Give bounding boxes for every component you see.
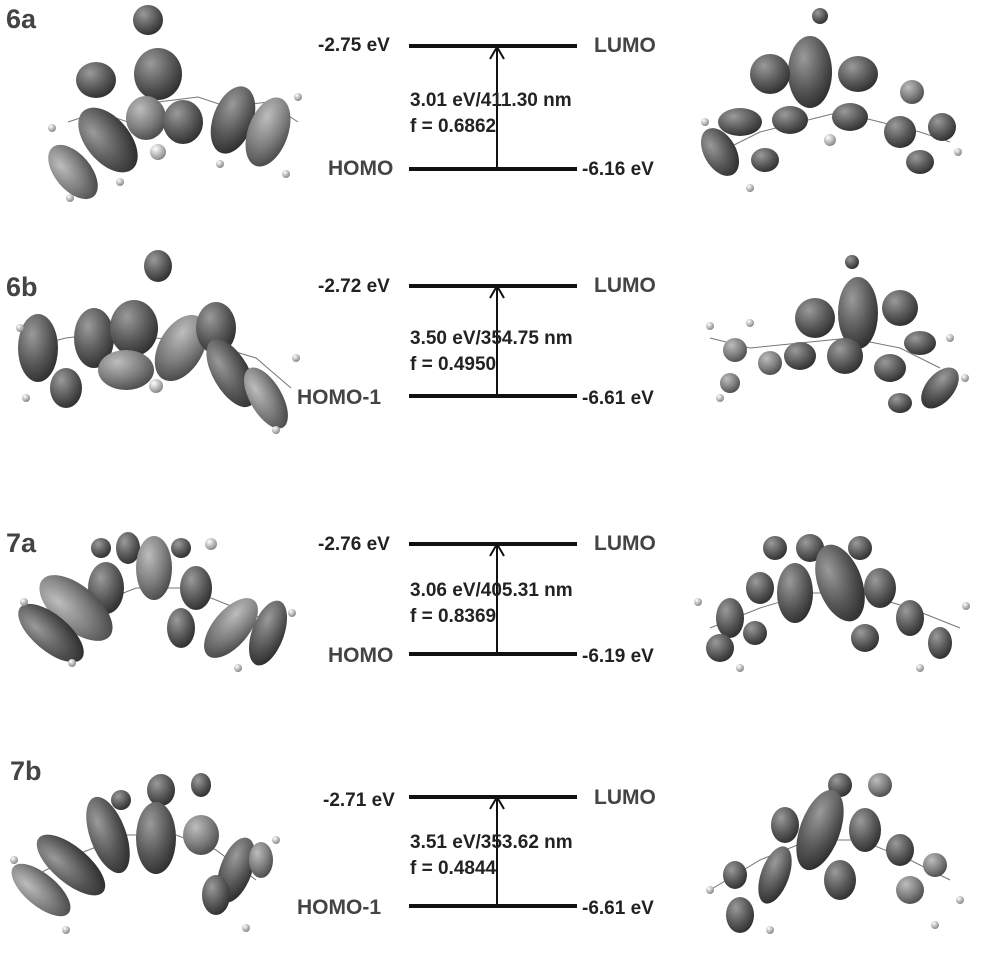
compound-label: 6b [6, 272, 38, 302]
homo-label: HOMO [328, 644, 394, 667]
lumo-orbital-image [706, 255, 969, 413]
homo-orbital-image [10, 773, 280, 934]
transition-energy: 3.51 eV/353.62 nm [410, 832, 573, 853]
lumo-energy: -2.71 eV [323, 790, 395, 811]
lumo-label: LUMO [594, 786, 656, 809]
lumo-level-line [409, 795, 577, 799]
transition-energy: 3.01 eV/411.30 nm [410, 90, 572, 111]
lumo-label: LUMO [594, 34, 656, 57]
transition-arrow [489, 284, 505, 394]
lumo-label: LUMO [594, 532, 656, 555]
compound-label: 7b [10, 756, 42, 786]
panel-6b: 6b -2.72 eV LUMO 3.50 eV/354.75 nm f = 0… [0, 238, 981, 472]
transition-energy: 3.50 eV/354.75 nm [410, 328, 573, 349]
homo-orbital-image [48, 5, 302, 202]
oscillator-strength: f = 0.4950 [410, 354, 497, 375]
transition-arrow [489, 795, 505, 905]
lumo-level-line [409, 542, 577, 546]
panel-7b: 7b -2.71 eV LUMO 3.51 eV/353.62 nm f = 0… [0, 740, 981, 974]
homo-label: HOMO-1 [297, 386, 381, 409]
transition-arrow [489, 45, 505, 167]
oscillator-strength: f = 0.6862 [410, 116, 497, 137]
homo-orbital-image [16, 250, 300, 434]
lumo-orbital-image [701, 8, 962, 192]
homo-label: HOMO [328, 157, 394, 180]
compound-label: 6a [6, 4, 37, 34]
homo-label: HOMO-1 [297, 896, 381, 919]
lumo-orbital-image [706, 773, 964, 934]
homo-energy: -6.19 eV [582, 646, 654, 667]
homo-level-line [409, 652, 577, 656]
transition-arrow [489, 542, 505, 652]
homo-energy: -6.61 eV [582, 388, 654, 409]
lumo-orbital-image [694, 534, 970, 672]
compound-label: 7a [6, 528, 37, 558]
lumo-level-line [409, 44, 577, 48]
homo-orbital-image [18, 532, 296, 672]
homo-level-line [409, 394, 577, 398]
panel-6a: 6a -2.75 eV LUMO 3.01 eV/411.30 nm f = 0… [0, 0, 981, 234]
lumo-label: LUMO [594, 274, 656, 297]
lumo-energy: -2.75 eV [318, 35, 390, 56]
oscillator-strength: f = 0.4844 [410, 858, 497, 879]
lumo-energy: -2.76 eV [318, 534, 390, 555]
panel-7a: 7a -2.76 eV LUMO 3.06 eV/405.31 nm f = 0… [0, 498, 981, 732]
transition-energy: 3.06 eV/405.31 nm [410, 580, 573, 601]
oscillator-strength: f = 0.8369 [410, 606, 497, 627]
homo-energy: -6.16 eV [582, 159, 654, 180]
lumo-level-line [409, 284, 577, 288]
homo-level-line [409, 904, 577, 908]
lumo-energy: -2.72 eV [318, 276, 390, 297]
homo-level-line [409, 167, 577, 171]
homo-energy: -6.61 eV [582, 898, 654, 919]
